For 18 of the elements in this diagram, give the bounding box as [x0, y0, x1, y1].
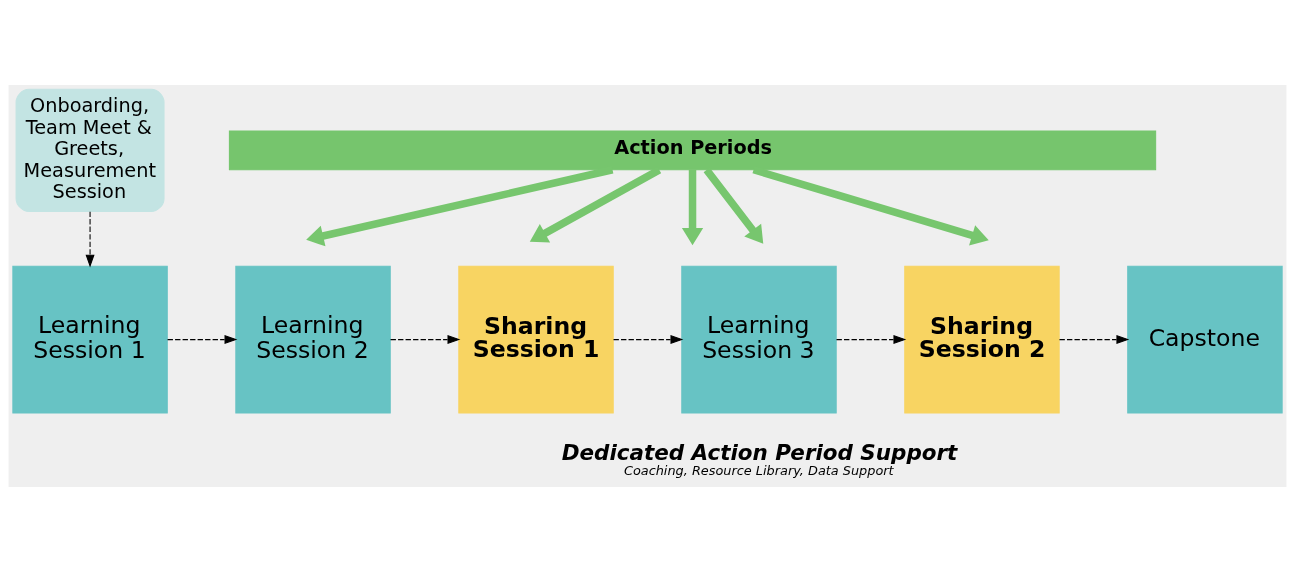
arrow: [835, 334, 907, 344]
arrow: [703, 167, 764, 244]
node-box: Learning Session 2: [235, 265, 391, 414]
arrow: [613, 334, 684, 344]
arrow: [167, 334, 238, 344]
node-box: Sharing Session 1: [458, 265, 614, 414]
arrow: [390, 334, 461, 344]
arrow: [529, 166, 662, 243]
arrow: [681, 169, 704, 245]
node-box: Action Periods: [228, 130, 1157, 170]
node-box: Learning Session 1: [12, 265, 168, 414]
arrow: [85, 210, 95, 268]
node-box: Capstone: [1127, 265, 1283, 414]
node-box: Onboarding, Team Meet & Greets, Measurement Session: [15, 88, 165, 212]
label: Dedicated Action Period Support: [561, 439, 958, 465]
node-box: Sharing Session 2: [904, 265, 1060, 414]
arrow: [1058, 334, 1130, 344]
node-box: Learning Session 3: [681, 265, 837, 414]
